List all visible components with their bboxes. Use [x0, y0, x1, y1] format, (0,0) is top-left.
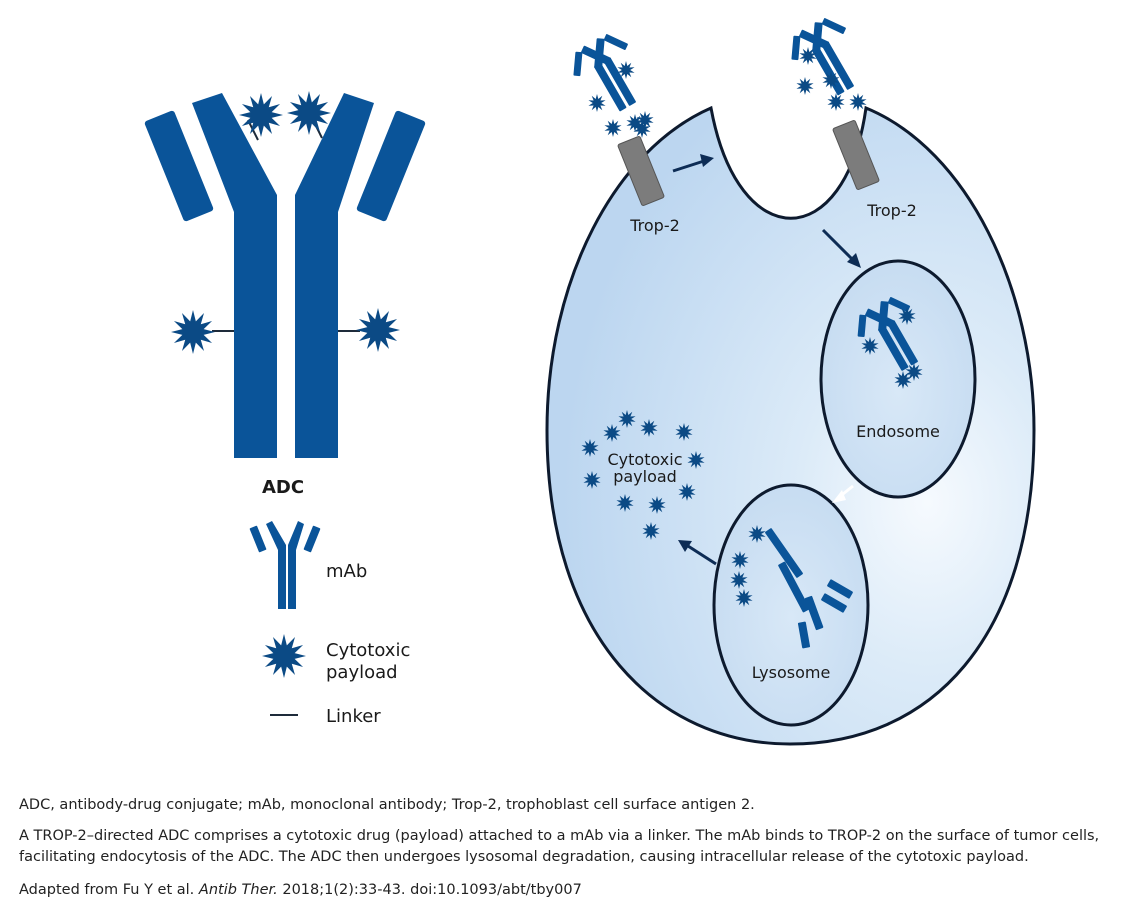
adc-large-antibody — [144, 93, 426, 458]
caption-abbreviations: ADC, antibody-drug conjugate; mAb, monoc… — [19, 797, 755, 813]
payload-small-star-icon — [748, 525, 766, 543]
payload-small-star-icon — [617, 61, 635, 79]
legend-linker-label: Linker — [326, 706, 381, 727]
payload-small-star-icon — [581, 439, 599, 457]
lysosome — [712, 483, 870, 727]
payload-small-star-icon — [905, 363, 923, 381]
payload-small-star-icon — [604, 119, 622, 137]
lysosome-label: Lysosome — [752, 663, 831, 682]
antibody-bound-left — [573, 34, 636, 112]
payload-small-star-icon — [675, 423, 693, 441]
payload-small-star-icon — [796, 77, 814, 95]
payload-small-star-icon — [636, 111, 654, 129]
arrow-lysosome-release-head — [678, 540, 692, 552]
legend-payload-label-line2: payload — [326, 662, 398, 683]
payload-small-star-icon — [730, 571, 748, 589]
payload-small-star-icon — [861, 337, 879, 355]
arrow-lysosome-release — [687, 544, 717, 566]
antibody-endosome — [857, 297, 918, 371]
legend-payload-icon — [262, 634, 306, 678]
payload-small-star-icon — [640, 419, 658, 437]
arrow-endosome-to-lysosome — [832, 484, 854, 503]
payload-small-star-icon — [626, 114, 644, 132]
process-arrows — [672, 154, 861, 566]
mab-icon — [249, 521, 321, 609]
heavy-chain-right — [295, 93, 374, 458]
arrow-to-pit-head — [700, 154, 714, 167]
cell-payload-label-line2: payload — [613, 467, 677, 486]
legend: mAb Cytotoxic payload Linker — [249, 521, 410, 727]
payload-star-icon — [171, 310, 215, 354]
source-citation: 2018;1(2):33-43. doi:10.1093/abt/tby007 — [282, 882, 582, 898]
payload-small-star-icon — [642, 522, 660, 540]
arrow-to-pit — [672, 159, 705, 173]
payload-small-star-icon — [822, 71, 840, 89]
payload-star-icon — [287, 91, 331, 135]
endosome-label: Endosome — [856, 422, 940, 441]
payload-small-star-icon — [678, 483, 696, 501]
trop2-receptor-right — [832, 120, 880, 190]
payload-small-star-icon — [588, 94, 606, 112]
payload-small-star-icon — [603, 424, 621, 442]
adc-label: ADC — [262, 477, 304, 498]
payload-small-stars — [581, 47, 923, 607]
payload-small-star-icon — [898, 307, 916, 325]
payload-star-icon — [356, 308, 400, 352]
antibody-bound-right — [791, 18, 854, 96]
caption-source: Adapted from Fu Y et al. Antib Ther. 201… — [19, 880, 1134, 901]
adc-mechanism-diagram: ADC mAb Cytotoxic payload Linker — [144, 18, 1036, 746]
trop2-receptor-left — [617, 136, 665, 206]
payload-small-star-icon — [735, 589, 753, 607]
antibody-degraded-lysosome — [765, 528, 853, 649]
adc-payloads — [171, 91, 400, 354]
trop2-label-right: Trop-2 — [866, 201, 917, 220]
arrow-to-endosome — [821, 228, 854, 261]
cell-payload-label-line1: Cytotoxic — [608, 450, 683, 469]
source-journal: Antib Ther. — [198, 882, 278, 898]
trop2-label-left: Trop-2 — [629, 216, 680, 235]
payload-small-star-icon — [618, 410, 636, 428]
arrow-to-endosome-head — [847, 253, 861, 268]
heavy-chain-left — [192, 93, 277, 458]
payload-small-star-icon — [616, 494, 634, 512]
light-chain-left — [144, 110, 214, 222]
source-prefix: Adapted from Fu Y et al. — [19, 882, 195, 898]
payload-small-star-icon — [633, 120, 651, 138]
payload-small-star-icon — [894, 371, 912, 389]
payload-star-icon — [239, 93, 283, 137]
light-chain-right — [356, 110, 426, 222]
legend-mab-label: mAb — [326, 561, 367, 582]
payload-small-star-icon — [827, 93, 845, 111]
payload-small-star-icon — [583, 471, 601, 489]
payload-small-star-icon — [849, 93, 867, 111]
payload-small-star-icon — [799, 47, 817, 65]
payload-small-star-icon — [687, 451, 705, 469]
legend-payload-label-line1: Cytotoxic — [326, 640, 410, 661]
payload-small-star-icon — [731, 551, 749, 569]
caption-description: A TROP-2–directed ADC comprises a cytoto… — [19, 828, 1100, 865]
payload-small-star-icon — [648, 496, 666, 514]
